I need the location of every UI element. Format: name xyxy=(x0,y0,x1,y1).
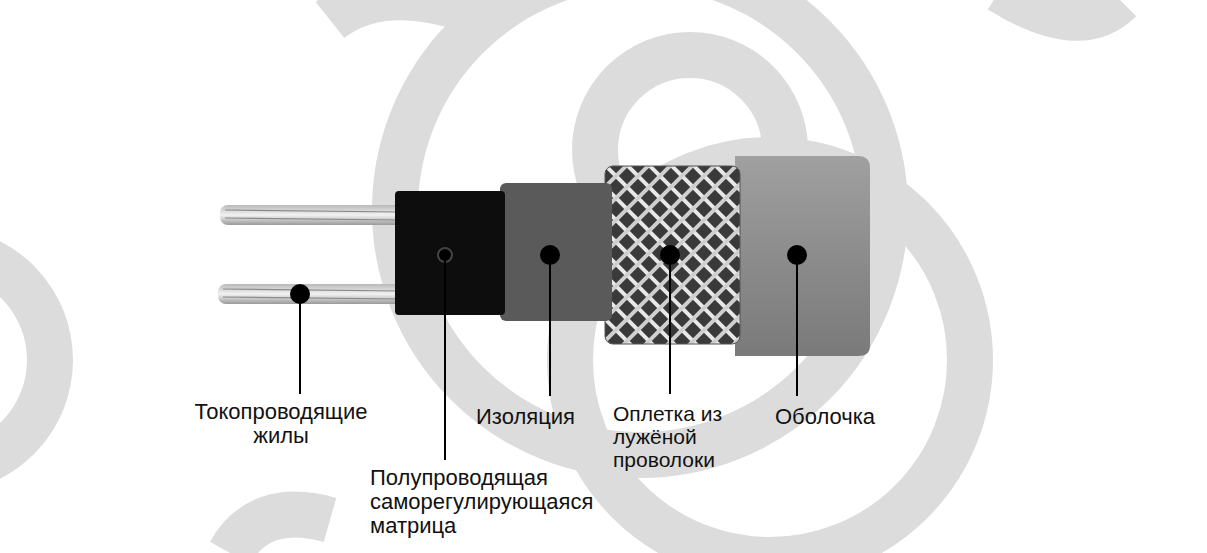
braid xyxy=(605,166,740,344)
part-label: Оплетка из лужёной проволоки xyxy=(613,402,738,471)
conductors xyxy=(218,205,405,304)
part-label: Изоляция xyxy=(476,405,616,429)
jacket xyxy=(735,156,870,356)
part-label: Токопроводящие жилы xyxy=(181,400,381,448)
matrix xyxy=(395,191,505,315)
part-label: Оболочка xyxy=(775,405,925,429)
leaders xyxy=(291,246,806,460)
insulation xyxy=(500,183,612,321)
part-label: Полупроводящая саморегулирующаяся матриц… xyxy=(370,466,660,539)
watermark xyxy=(0,0,1120,553)
